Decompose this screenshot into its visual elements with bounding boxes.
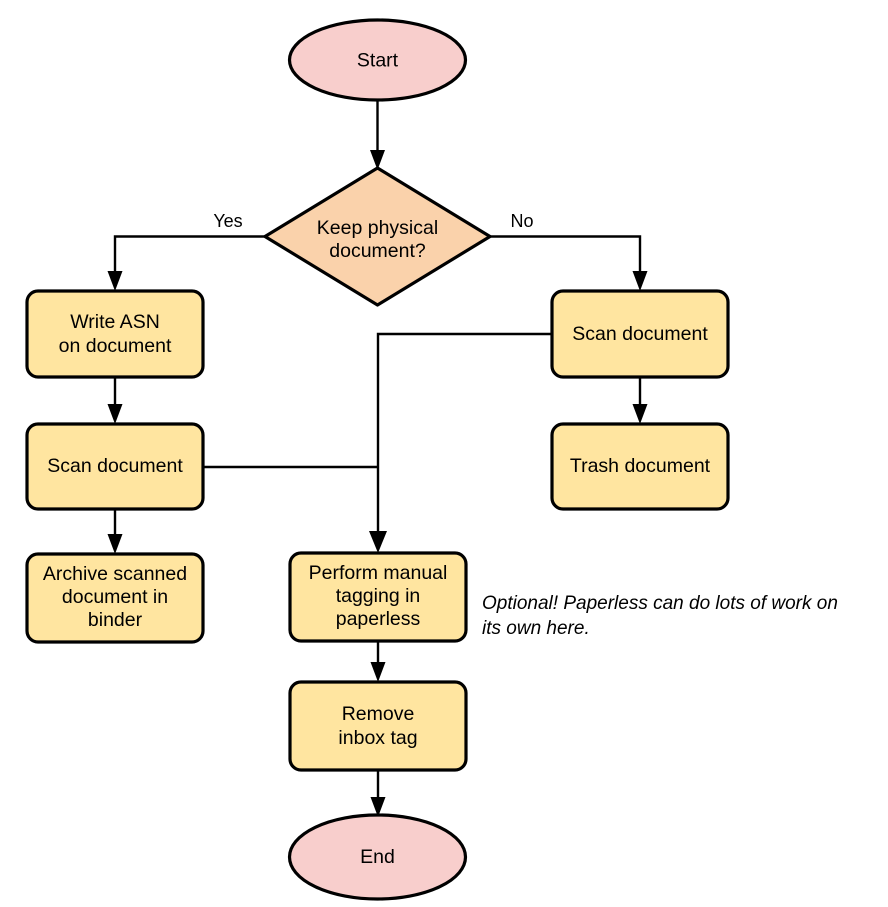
arrowhead-icon (632, 404, 648, 424)
node-archive-label-line1: Archive scanned (43, 563, 187, 585)
scan-document-left-box-shape[interactable] (25, 422, 205, 511)
scan-document-right-box-shape[interactable] (550, 289, 730, 379)
node-trash-document[interactable]: Trash document (550, 422, 730, 511)
arrowhead-icon (107, 534, 123, 554)
arrowhead-icon (632, 271, 648, 291)
annotation-optional-note-line2: its own here. (482, 618, 590, 639)
node-tagging-label-line3: paperless (336, 608, 421, 630)
edge-tagging-to-remove-inbox (370, 641, 386, 682)
node-trash-document-label: Trash document (570, 455, 711, 477)
arrowhead-icon (107, 404, 123, 424)
node-tagging-label-line2: tagging in (336, 585, 421, 607)
arrowhead-icon (370, 797, 386, 817)
node-remove-inbox-label-line1: Remove (342, 703, 415, 725)
edge-label-no: No (510, 211, 533, 231)
tagging-box-shape[interactable] (288, 551, 468, 643)
end-terminator-shape[interactable] (287, 813, 468, 901)
node-decision-label-line2: document? (329, 240, 426, 262)
arrowhead-icon (369, 531, 387, 553)
remove-inbox-tag-box-shape[interactable] (288, 680, 468, 772)
edge-decision-no-to-scan-right: No (490, 211, 648, 291)
node-write-asn[interactable]: Write ASN on document (25, 289, 205, 379)
node-perform-manual-tagging[interactable]: Perform manual tagging in paperless (288, 551, 468, 643)
node-decision-keep-physical-document[interactable]: Keep physical document? (263, 166, 492, 307)
write-asn-box-shape[interactable] (25, 289, 205, 379)
edge-scan-left-to-tagging (204, 465, 387, 553)
node-scan-document-right[interactable]: Scan document (550, 289, 730, 379)
annotation-optional-note-line1: Optional! Paperless can do lots of work … (482, 593, 838, 614)
edge-scan-right-to-tagging (376, 332, 552, 539)
edge-write-asn-to-scan-left (107, 377, 123, 424)
node-archive-label-line2: document in (62, 586, 168, 608)
edge-remove-inbox-to-end (370, 770, 386, 817)
node-tagging-label-line1: Perform manual (309, 562, 448, 584)
edge-start-to-decision (370, 100, 385, 170)
node-archive-scanned-document[interactable]: Archive scanned document in binder (25, 552, 205, 644)
node-scan-document-left[interactable]: Scan document (25, 422, 205, 511)
node-scan-document-right-label: Scan document (572, 323, 708, 345)
node-end-label: End (360, 846, 395, 868)
node-archive-label-line3: binder (88, 609, 143, 631)
archive-box-shape[interactable] (25, 552, 205, 644)
node-start[interactable]: Start (287, 18, 468, 102)
edge-label-yes: Yes (213, 211, 242, 231)
node-start-label: Start (357, 50, 399, 72)
arrowhead-icon (370, 662, 386, 682)
node-remove-inbox-label-line2: inbox tag (338, 727, 417, 749)
trash-document-box-shape[interactable] (550, 422, 730, 511)
node-remove-inbox-tag[interactable]: Remove inbox tag (288, 680, 468, 772)
arrowhead-icon (107, 271, 123, 291)
arrowhead-icon (370, 150, 385, 170)
node-scan-document-left-label: Scan document (47, 455, 183, 477)
annotation-optional-note: Optional! Paperless can do lots of work … (482, 593, 838, 639)
node-write-asn-label-line1: Write ASN (70, 311, 160, 333)
edge-scan-left-to-archive (107, 509, 123, 554)
node-decision-label-line1: Keep physical (317, 217, 438, 239)
edge-scan-right-to-trash (632, 377, 648, 424)
node-write-asn-label-line2: on document (59, 335, 172, 357)
edge-decision-yes-to-write-asn: Yes (107, 211, 265, 291)
node-end[interactable]: End (287, 813, 468, 901)
decision-diamond-shape[interactable] (263, 166, 492, 307)
start-terminator-shape[interactable] (287, 18, 468, 102)
